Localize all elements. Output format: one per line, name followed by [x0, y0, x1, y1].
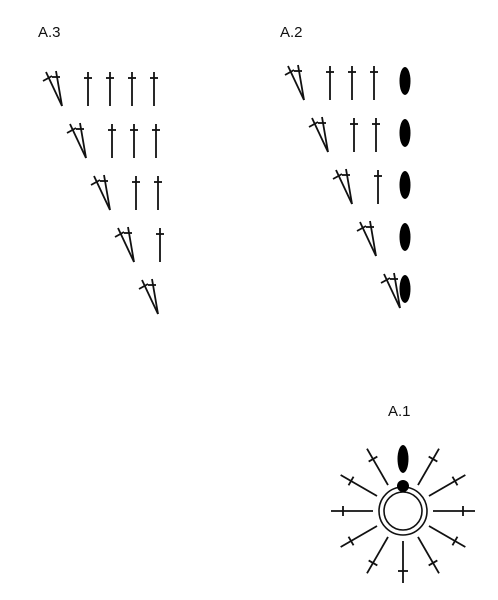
magic-ring-icon	[378, 486, 428, 536]
double-crochet-icon	[108, 124, 116, 158]
stitch-row	[90, 174, 162, 211]
stitch-row	[380, 272, 411, 309]
chain-oval-icon	[399, 223, 411, 251]
chart-a2	[284, 64, 411, 309]
double-crochet-icon	[366, 448, 389, 486]
double-crochet-icon	[428, 474, 466, 497]
double-crochet-icon	[106, 72, 114, 106]
double-crochet-icon	[130, 124, 138, 158]
double-crochet-icon	[340, 525, 378, 548]
double-crochet-icon	[398, 541, 408, 583]
double-crochet-icon	[152, 124, 160, 158]
stitch-row	[66, 122, 160, 159]
double-crochet-icon	[128, 72, 136, 106]
double-crochet-icon	[417, 536, 440, 574]
two-dc-same-stitch-icon	[308, 116, 329, 153]
double-crochet-icon	[84, 72, 92, 106]
chain-oval-icon	[399, 67, 411, 95]
diagram-label-a1: A.1	[388, 403, 411, 420]
double-crochet-icon	[331, 506, 373, 516]
double-crochet-icon	[370, 66, 378, 100]
double-crochet-icon	[156, 228, 164, 262]
two-dc-same-stitch-icon	[356, 220, 377, 257]
chart-a3	[42, 70, 164, 315]
chart-a1	[331, 445, 475, 583]
stitch-row	[138, 278, 159, 315]
two-dc-same-stitch-icon	[284, 64, 305, 101]
double-crochet-icon	[350, 118, 358, 152]
chain-oval-icon	[399, 171, 411, 199]
double-crochet-icon	[340, 474, 378, 497]
double-crochet-icon	[348, 66, 356, 100]
double-crochet-icon	[428, 525, 466, 548]
two-dc-same-stitch-icon	[114, 226, 135, 263]
two-dc-same-stitch-icon	[90, 174, 111, 211]
two-dc-same-stitch-icon	[332, 168, 353, 205]
double-crochet-icon	[154, 176, 162, 210]
stitch-row	[284, 64, 411, 101]
diagram-label-a2: A.2	[280, 24, 303, 41]
two-dc-same-stitch-icon	[42, 70, 63, 107]
double-crochet-icon	[150, 72, 158, 106]
chain-oval-icon	[399, 275, 411, 303]
double-crochet-icon	[433, 506, 475, 516]
stitch-row	[332, 168, 411, 205]
double-crochet-icon	[366, 536, 389, 574]
stitch-row	[308, 116, 411, 153]
chain-oval-icon	[397, 445, 409, 473]
double-crochet-icon	[372, 118, 380, 152]
double-crochet-icon	[374, 170, 382, 204]
chain-oval-icon	[399, 119, 411, 147]
two-dc-same-stitch-icon	[138, 278, 159, 315]
stitch-row	[356, 220, 411, 257]
stitch-row	[42, 70, 158, 107]
slip-stitch-dot-icon	[397, 480, 409, 492]
double-crochet-icon	[326, 66, 334, 100]
two-dc-same-stitch-icon	[66, 122, 87, 159]
double-crochet-icon	[132, 176, 140, 210]
double-crochet-icon	[417, 448, 440, 486]
diagram-label-a3: A.3	[38, 24, 61, 41]
stitch-row	[114, 226, 164, 263]
two-dc-same-stitch-icon	[380, 272, 401, 309]
